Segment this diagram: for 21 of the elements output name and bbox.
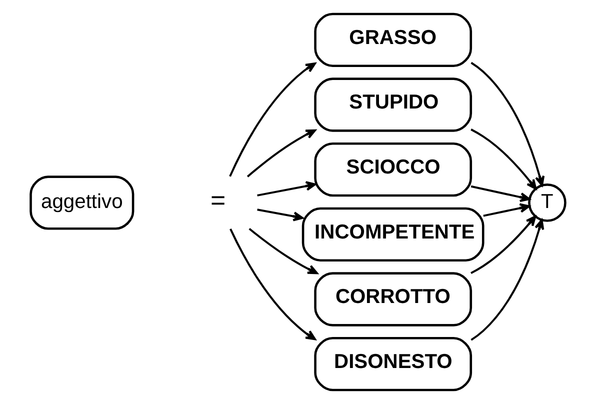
node-box: DISONESTO [314, 336, 472, 392]
node-box: GRASSO [314, 12, 472, 68]
arrow [482, 203, 530, 217]
node-box: aggettivo [29, 176, 134, 230]
node-box: SCIOCCO [314, 142, 472, 197]
arrow [470, 128, 536, 190]
node-box: CORROTTO [314, 272, 472, 326]
arrow [470, 62, 544, 186]
arrow [470, 216, 536, 274]
arrow [470, 219, 544, 341]
arrow [470, 185, 530, 202]
arrow [256, 181, 316, 196]
arrow [229, 228, 316, 340]
node-box: STUPIDO [314, 78, 472, 132]
node-text: = [210, 187, 226, 216]
node-circle: T [528, 184, 566, 222]
arrow [246, 129, 316, 178]
node-box: INCOMPETENTE [301, 207, 484, 262]
arrow [228, 62, 316, 177]
arrow [256, 208, 303, 222]
arrow [248, 228, 318, 274]
